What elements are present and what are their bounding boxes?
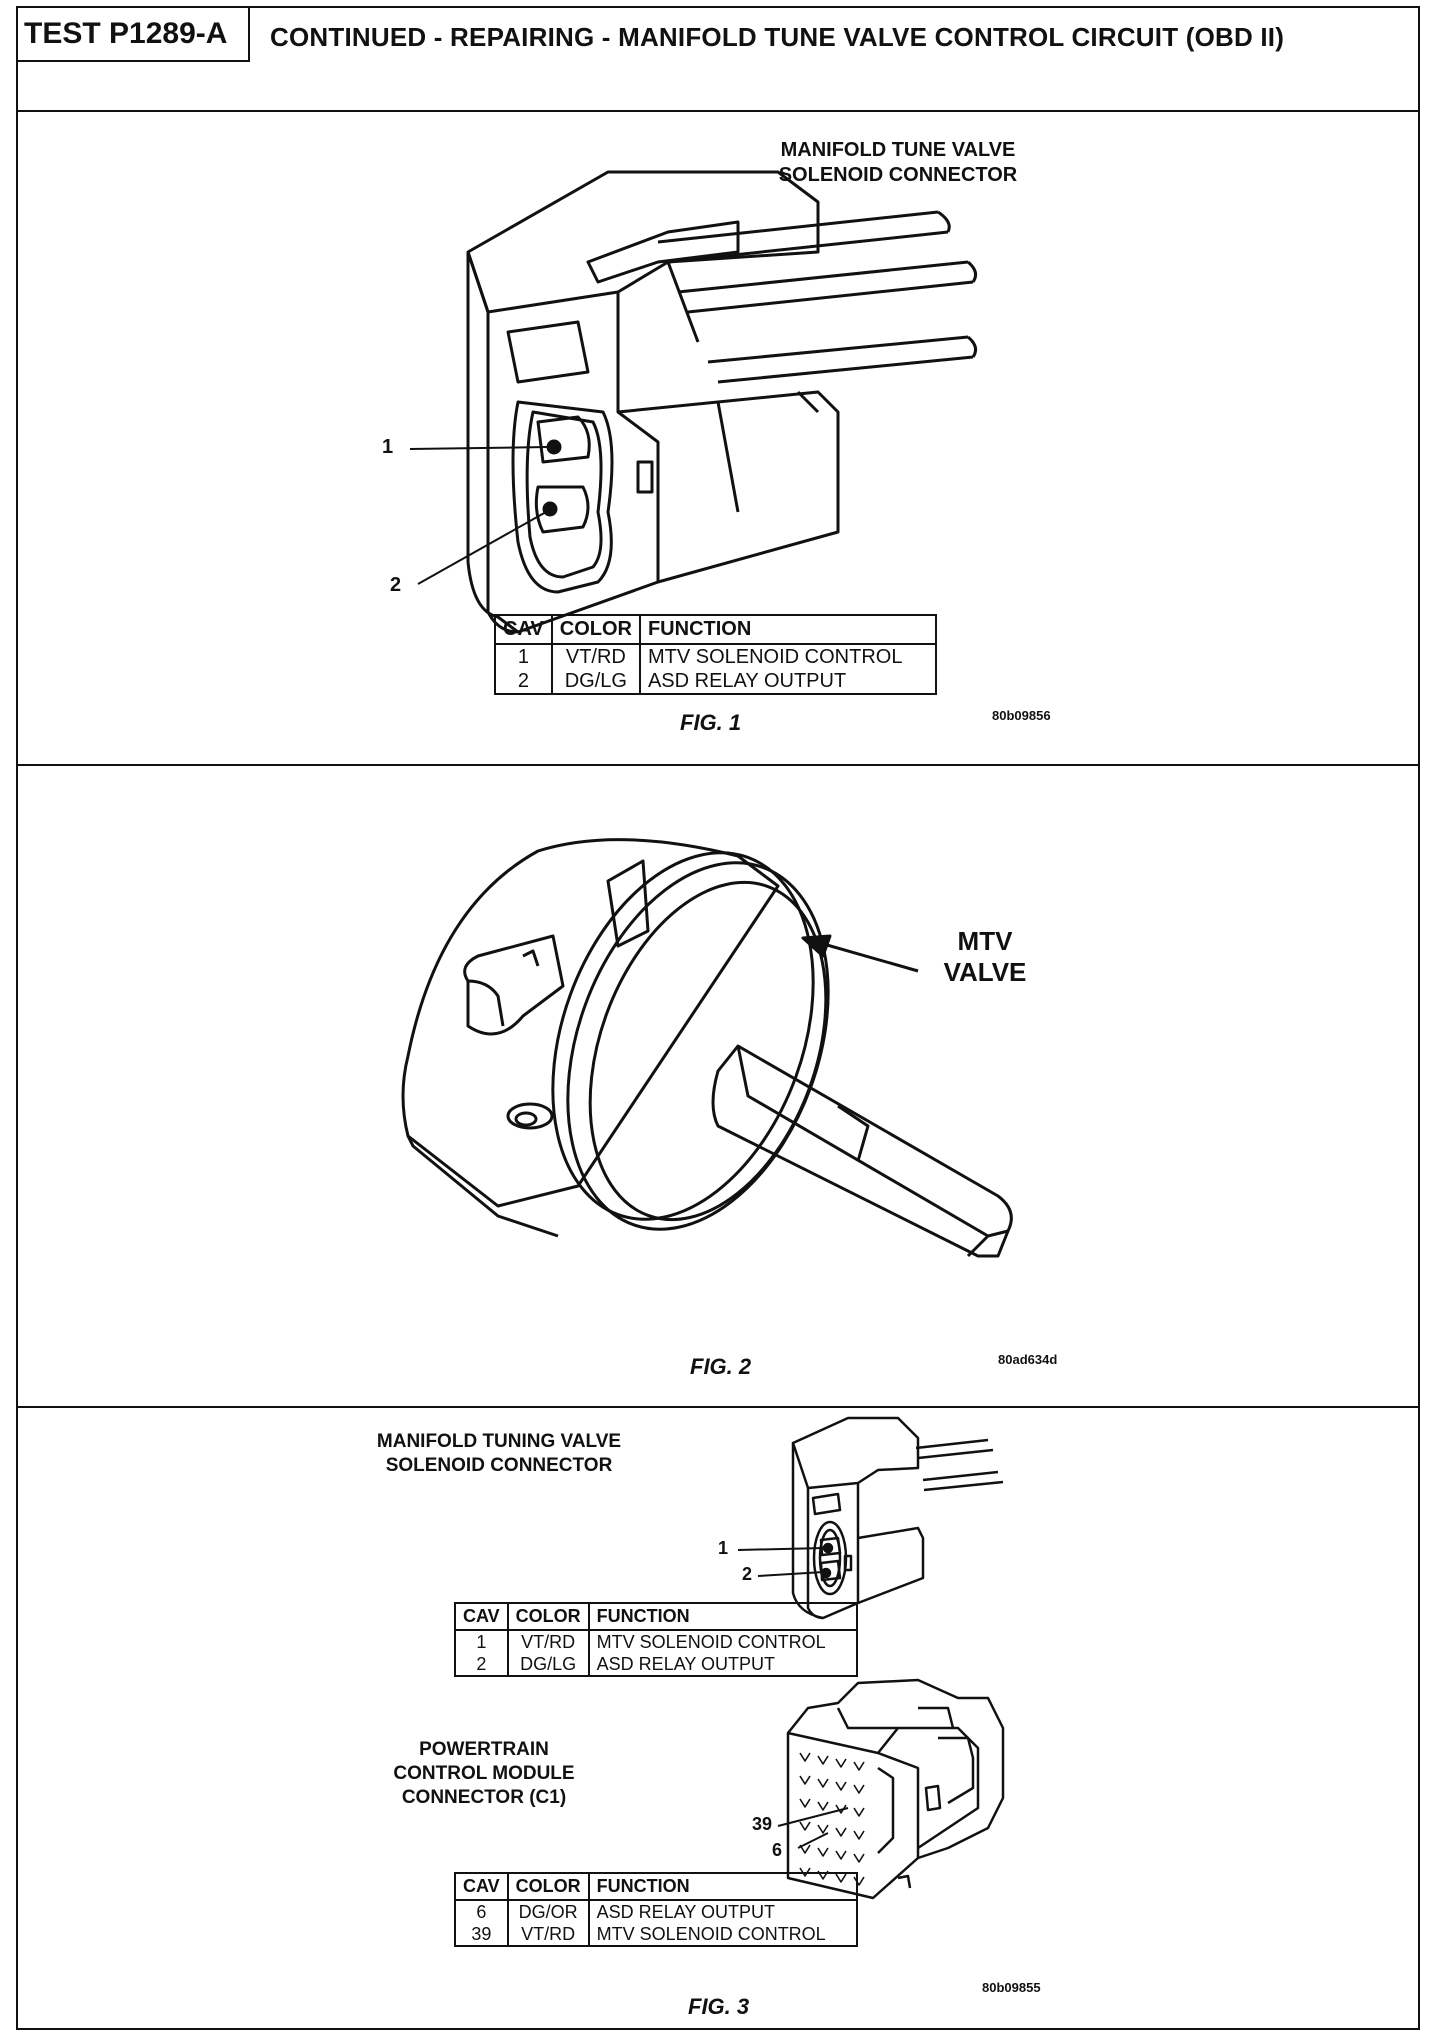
column-header: FUNCTION	[587, 1872, 858, 1901]
table-row: 2 DG/LG ASD RELAY OUTPUT	[494, 669, 937, 695]
pin-1-label: 1	[382, 436, 394, 458]
mtv-valve-illustration	[401, 838, 1013, 1258]
solenoid-connector-illustration	[409, 170, 978, 634]
figure-2-panel: MTV VALVE FIG. 2 80ad634d	[18, 766, 1418, 1408]
figure-1-caption: FIG. 1	[680, 710, 742, 735]
figure-3-code: 80b09855	[982, 1980, 1041, 1995]
table-row: 6 DG/OR ASD RELAY OUTPUT	[454, 1900, 858, 1923]
figure-1-code: 80b09856	[992, 708, 1051, 723]
pin-39-label: 39	[752, 1814, 773, 1834]
pcm-cavity-table: CAV COLOR FUNCTION 6 DG/OR ASD RELAY OUT…	[454, 1872, 858, 1947]
table-row: 2 DG/LG ASD RELAY OUTPUT	[454, 1653, 858, 1677]
pin-6-label: 6	[772, 1840, 783, 1860]
figure-1-cavity-table: CAV COLOR FUNCTION 1 VT/RD MTV SOLENOID …	[494, 614, 937, 695]
column-header: FUNCTION	[587, 1602, 858, 1631]
pcm-connector	[777, 1678, 1005, 1900]
pin-2-label: 2	[742, 1564, 753, 1584]
figure-2-code: 80ad634d	[998, 1352, 1058, 1367]
page-title: CONTINUED - REPAIRING - MANIFOLD TUNE VA…	[270, 22, 1285, 52]
column-header: CAV	[454, 1602, 509, 1631]
pin-2-label: 2	[390, 574, 402, 596]
table-row: 1 VT/RD MTV SOLENOID CONTROL	[454, 1630, 858, 1653]
column-header: COLOR	[506, 1872, 590, 1901]
solenoid-connector-label: MANIFOLD TUNING VALVE SOLENOID CONNECTOR	[376, 1431, 622, 1476]
figure-1-label: MANIFOLD TUNE VALVE SOLENOID CONNECTOR	[778, 139, 1018, 186]
mtv-valve-label: MTV VALVE	[943, 926, 1027, 987]
pcm-connector-label: POWERTRAIN CONTROL MODULE CONNECTOR (C1)	[393, 1739, 575, 1808]
figure-3-caption: FIG. 3	[688, 1994, 750, 2019]
table-row: 39 VT/RD MTV SOLENOID CONTROL	[454, 1923, 858, 1947]
pin-1-label: 1	[718, 1538, 729, 1558]
column-header: COLOR	[506, 1602, 590, 1631]
column-header: CAV	[454, 1872, 509, 1901]
page-header: TEST P1289-A CONTINUED - REPAIRING - MAN…	[18, 8, 1418, 112]
solenoid-cavity-table: CAV COLOR FUNCTION 1 VT/RD MTV SOLENOID …	[454, 1602, 858, 1677]
table-row: 1 VT/RD MTV SOLENOID CONTROL	[494, 644, 937, 669]
test-id: TEST P1289-A	[18, 8, 250, 62]
page-frame: TEST P1289-A CONTINUED - REPAIRING - MAN…	[16, 6, 1420, 2030]
figure-2-caption: FIG. 2	[690, 1354, 752, 1379]
figure-3-panel: MANIFOLD TUNING VALVE SOLENOID CONNECTOR…	[18, 1408, 1418, 2030]
column-header: COLOR	[550, 614, 641, 645]
figure-1-panel: MANIFOLD TUNE VALVE SOLENOID CONNECTOR 1…	[18, 112, 1418, 766]
column-header: FUNCTION	[638, 614, 937, 645]
column-header: CAV	[494, 614, 553, 645]
solenoid-connector-small	[737, 1416, 1004, 1620]
